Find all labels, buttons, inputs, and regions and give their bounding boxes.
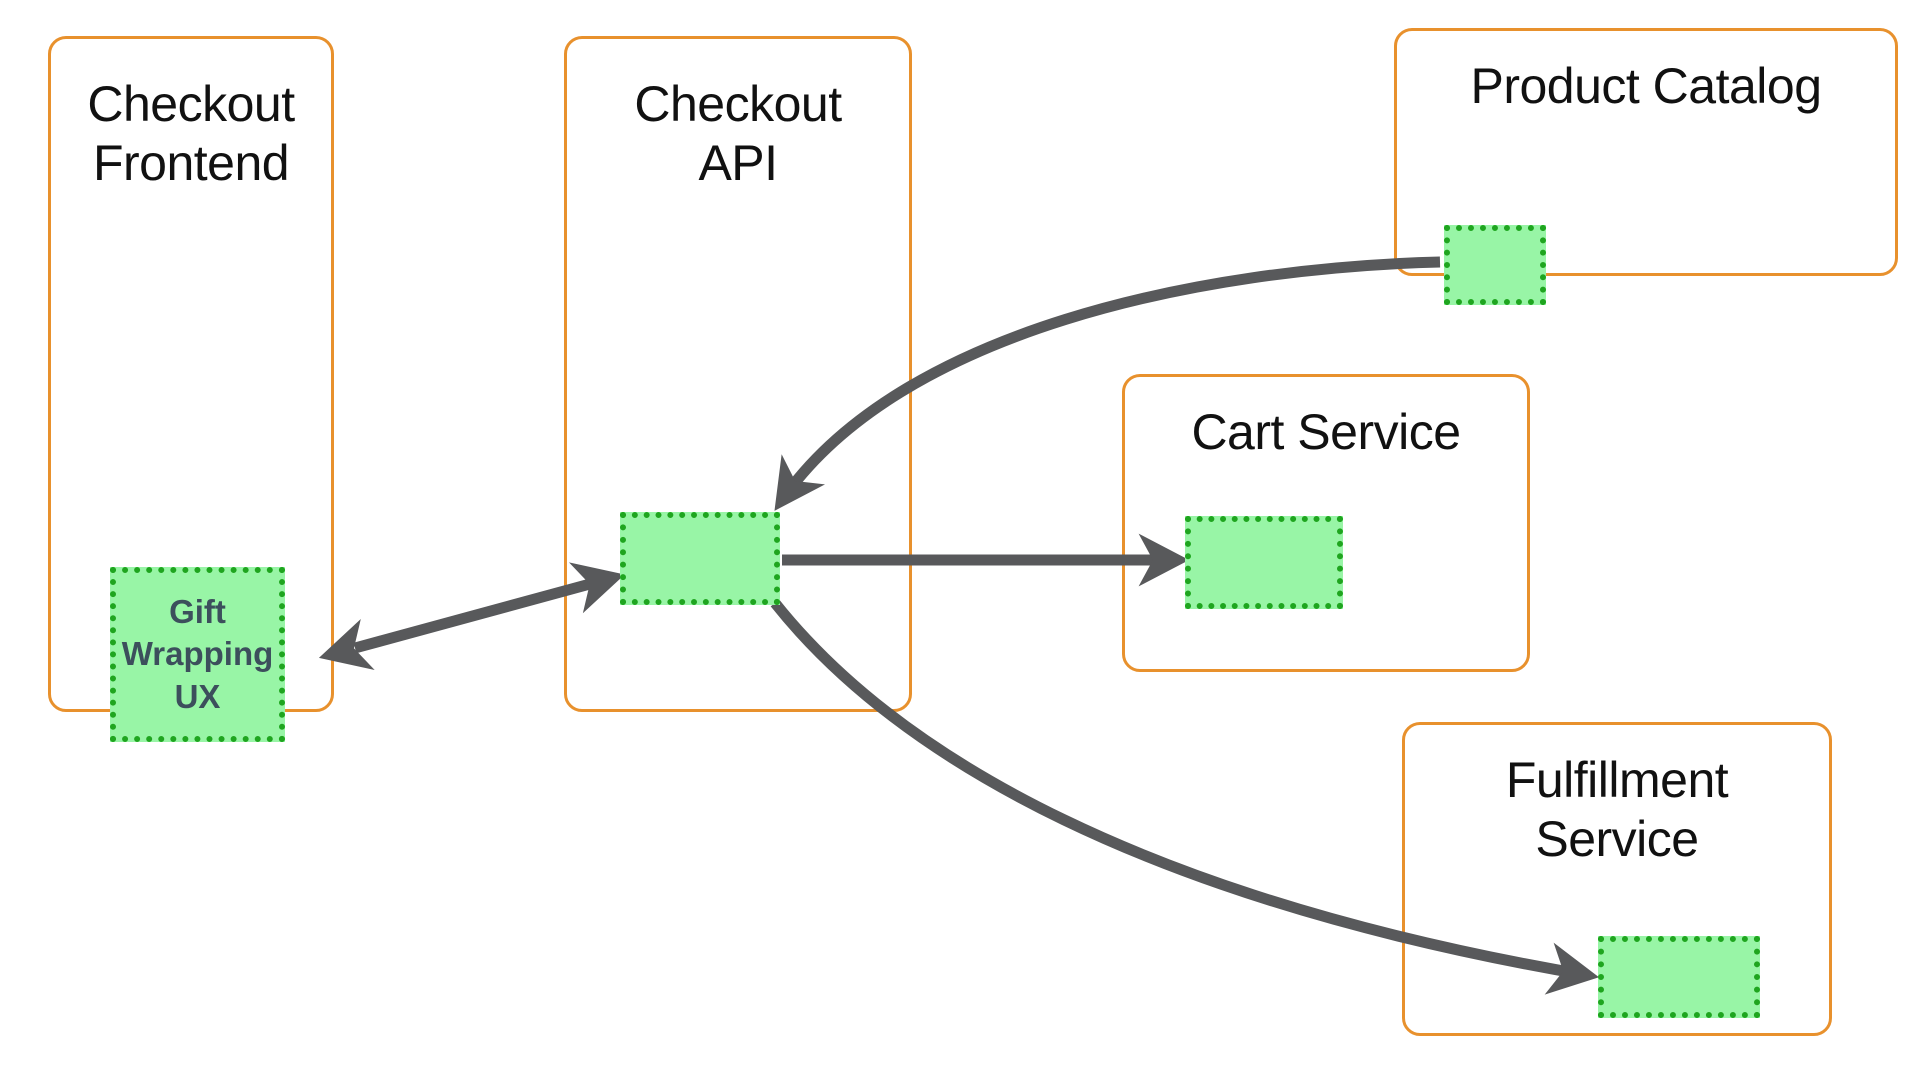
- group-label-fulfillment-service: Fulfillment Service: [1505, 752, 1729, 867]
- node-checkout-api[interactable]: [620, 512, 780, 605]
- node-product-catalog[interactable]: [1444, 225, 1546, 305]
- group-label-checkout-frontend: Checkout Frontend: [87, 76, 295, 191]
- node-cart-service[interactable]: [1185, 516, 1343, 609]
- group-label-checkout-api: Checkout API: [634, 76, 842, 191]
- node-gift-wrapping-ux[interactable]: Gift Wrapping UX: [110, 567, 285, 742]
- group-label-cart-service: Cart Service: [1191, 404, 1461, 460]
- node-label-gift-wrapping-ux: Gift Wrapping UX: [121, 593, 274, 715]
- group-checkout-api[interactable]: Checkout API: [564, 36, 912, 712]
- node-fulfillment-service[interactable]: [1598, 936, 1760, 1018]
- group-label-product-catalog: Product Catalog: [1470, 58, 1822, 114]
